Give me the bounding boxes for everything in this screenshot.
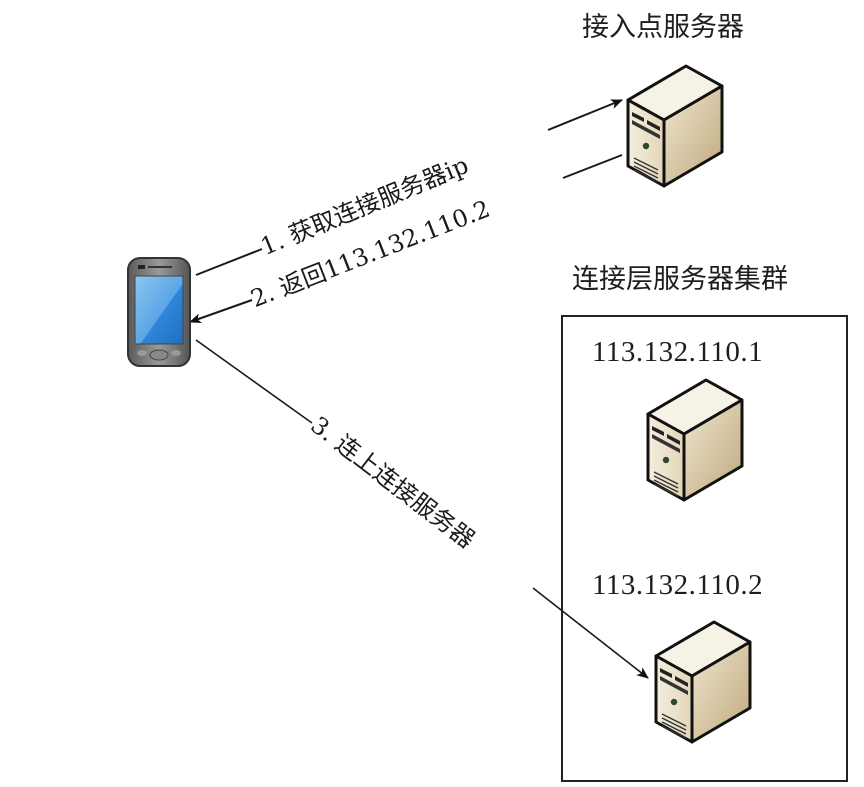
edge-1-line-a [195,248,263,276]
edge-3-line-a [195,339,313,424]
server-cluster-box [561,315,848,782]
cluster-server-2-ip: 113.132.110.2 [592,569,764,601]
access-server-title: 接入点服务器 [582,12,744,43]
cluster-server-1-ip: 113.132.110.1 [592,336,764,368]
access-server-icon [626,64,724,188]
cluster-server-1-icon [646,378,744,502]
smartphone-icon [127,257,191,367]
server-tower-icon [646,378,744,502]
edge-2-line-a [562,154,623,179]
cluster-title: 连接层服务器集群 [572,264,788,295]
edge-2-line-b [189,299,253,324]
server-tower-icon [654,620,752,744]
server-tower-icon [626,64,724,188]
edge-1-line-b [547,99,623,131]
edge-3-line-b [532,587,649,679]
cluster-server-2-icon [654,620,752,744]
